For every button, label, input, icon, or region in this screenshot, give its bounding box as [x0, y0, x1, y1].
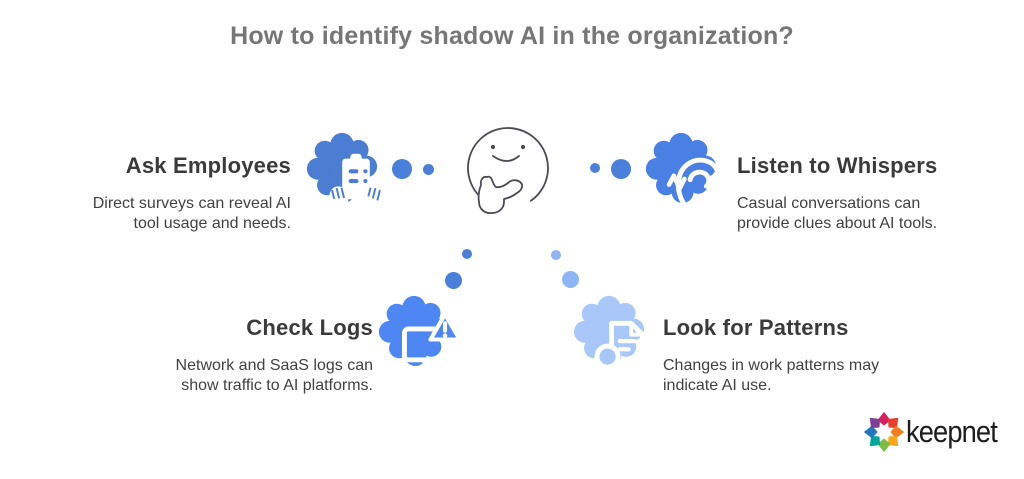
keepnet-logo-text: keepnet: [906, 414, 998, 449]
thinking-face-icon: [458, 118, 568, 230]
connector-dot-large: [392, 159, 412, 179]
keepnet-pinwheel-icon: [863, 411, 905, 453]
connector-dot-small: [423, 164, 434, 175]
check-logs-description: Network and SaaS logs can show traffic t…: [175, 357, 373, 394]
look-for-patterns-description: Changes in work patterns may indicate AI…: [663, 357, 880, 394]
connector-dot-large: [611, 159, 631, 179]
check-logs-heading: Check Logs: [246, 315, 373, 340]
connector-dot-small: [590, 163, 600, 173]
monitor-warning-icon: [375, 290, 462, 373]
section-check-logs: Check Logs Network and SaaS logs can sho…: [73, 315, 373, 396]
listen-to-whispers-heading: Listen to Whispers: [737, 153, 938, 178]
connector-dot-small: [551, 250, 561, 260]
ask-employees-heading: Ask Employees: [125, 153, 291, 178]
section-ask-employees: Ask Employees Direct surveys can reveal …: [0, 153, 291, 234]
connector-dot-large: [562, 271, 579, 288]
document-search-icon: [570, 290, 648, 375]
ask-employees-description: Direct surveys can reveal AI tool usage …: [92, 195, 291, 232]
look-for-patterns-heading: Look for Patterns: [663, 315, 849, 340]
listen-to-whispers-description: Casual conversations can provide clues a…: [737, 195, 938, 232]
section-look-for-patterns: Look for Patterns Changes in work patter…: [663, 315, 963, 396]
section-listen-to-whispers: Listen to Whispers Casual conversations …: [737, 153, 1024, 234]
page-title: How to identify shadow AI in the organiz…: [230, 22, 794, 50]
clipboard-hands-icon: [303, 127, 383, 209]
keepnet-logo: keepnet: [862, 410, 1009, 454]
connector-dot-small: [462, 249, 472, 259]
connector-dot-large: [445, 272, 462, 289]
ear-soundwave-icon: [642, 127, 721, 216]
